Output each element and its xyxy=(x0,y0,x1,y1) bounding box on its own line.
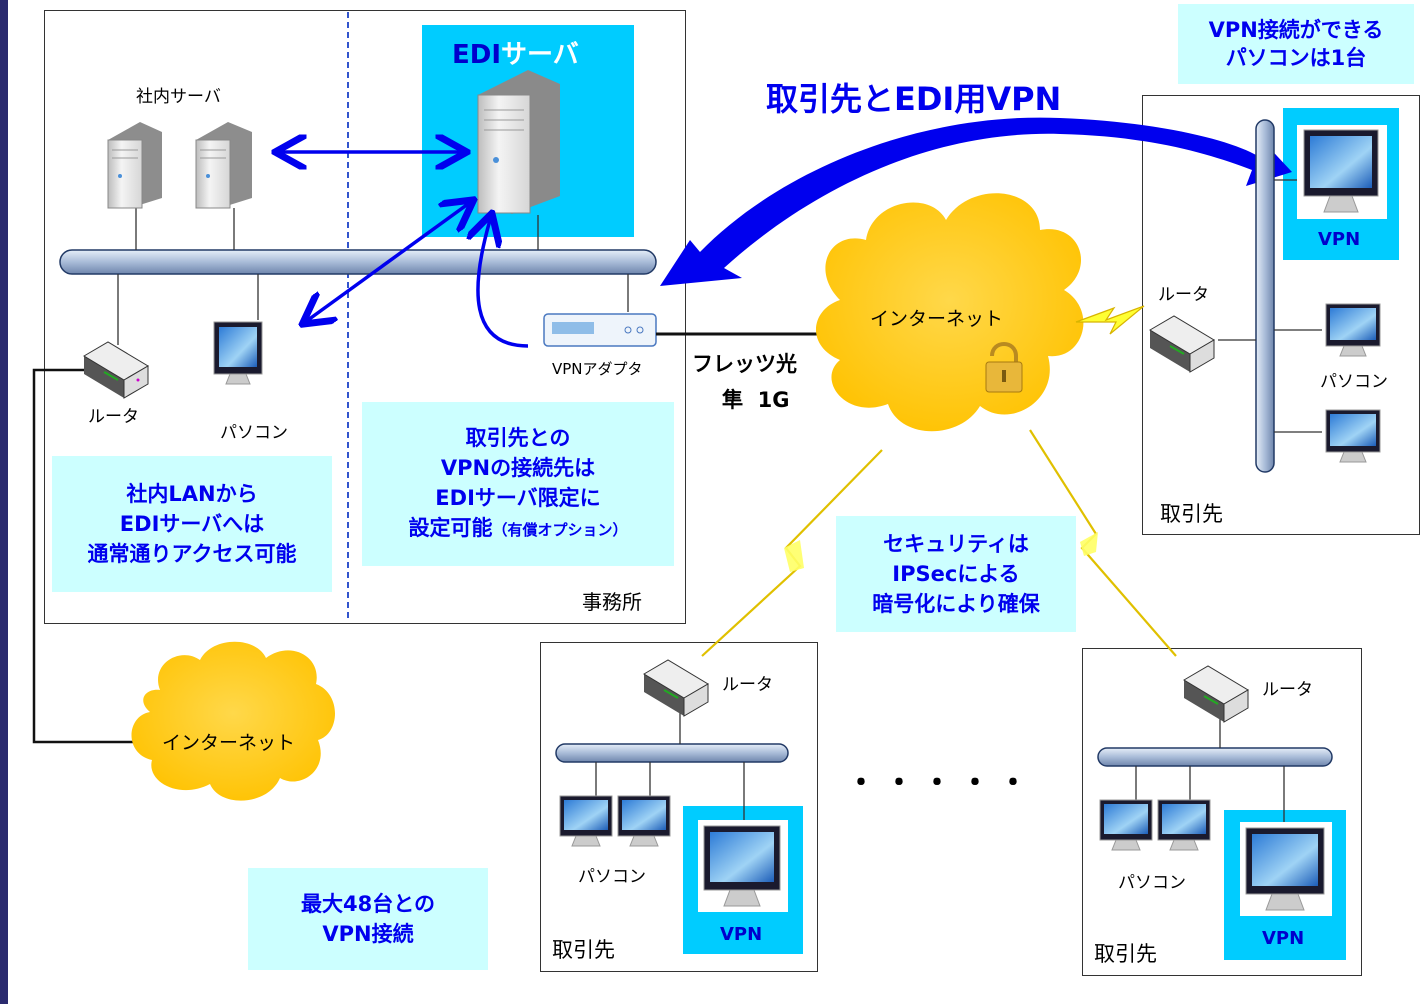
edi-server-title: EDIサーバ xyxy=(452,34,579,71)
note-vpn-configurable: 設定可能 xyxy=(408,516,493,540)
router-icon xyxy=(643,659,709,717)
office-lan-bus xyxy=(59,249,657,275)
internet-cloud-secondary xyxy=(131,641,335,801)
edi-server-title-prefix: EDI xyxy=(452,40,502,70)
partner-far-vpn-label: VPN xyxy=(1262,928,1305,949)
note-security: セキュリティは IPSecによる 暗号化により確保 xyxy=(836,516,1076,632)
note-lan-line-2: EDIサーバへは xyxy=(119,512,265,536)
note-security-line-3: 暗号化により確保 xyxy=(872,592,1040,616)
edi-server-icon xyxy=(477,70,560,214)
pc-icon xyxy=(1325,409,1381,463)
internal-server-label: 社内サーバ xyxy=(136,87,221,107)
partner-middle-router-label: ルータ xyxy=(722,675,773,695)
office-pc-label: パソコン xyxy=(220,423,288,443)
note-max-connections: 最大48台との VPN接続 xyxy=(248,868,488,970)
pc-icon xyxy=(1099,799,1153,851)
vpn-adapter-label: VPNアダプタ xyxy=(552,360,643,378)
adapter-edi-arrow xyxy=(478,220,529,348)
partner-right-box-label: 取引先 xyxy=(1160,502,1223,526)
fiber-link-label-1: フレッツ光 xyxy=(692,352,797,376)
note-lan-access: 社内LANから EDIサーバへは 通常通りアクセス可能 xyxy=(52,456,332,592)
partner-right-pc-label: パソコン xyxy=(1320,372,1388,392)
partner-right-router-label: ルータ xyxy=(1158,285,1209,305)
partner-far-pc-label: パソコン xyxy=(1118,873,1186,893)
lightning-icon xyxy=(784,532,1098,572)
internet-main-label: インターネット xyxy=(870,308,1004,330)
partner-far-box-label: 取引先 xyxy=(1094,942,1157,966)
internet-secondary-label: インターネット xyxy=(162,732,296,754)
partner-middle-pc-label: パソコン xyxy=(578,867,646,887)
pc-icon xyxy=(1325,303,1381,357)
note-security-line-1: セキュリティは xyxy=(883,532,1029,556)
edi-server-title-suffix: サーバ xyxy=(501,40,579,70)
server-icon xyxy=(107,122,162,209)
note-top-line-1: VPN接続ができる xyxy=(1208,18,1384,42)
pc-icon xyxy=(213,321,263,385)
note-max-line-2: VPN接続 xyxy=(322,922,414,946)
lightning-icon xyxy=(1075,305,1145,335)
vpn-pc-icon xyxy=(698,820,788,912)
partner-middle-bus xyxy=(555,743,789,763)
note-lan-line-1: 社内LANから xyxy=(126,482,258,506)
partner-right-vpn-label: VPN xyxy=(1318,229,1361,250)
note-security-line-2: IPSecによる xyxy=(892,562,1020,586)
office-box-label: 事務所 xyxy=(582,590,642,614)
partner-right-bus xyxy=(1255,119,1275,473)
pc-icon xyxy=(617,795,671,847)
vpn-pc-icon xyxy=(1240,822,1332,916)
office-router-label: ルータ xyxy=(88,407,139,427)
note-vpn-destination: 取引先との VPNの接続先は EDIサーバ限定に 設定可能（有償オプション） xyxy=(362,402,674,566)
vpn-title: 取引先とEDI用VPN xyxy=(766,80,1062,118)
note-one-vpn-pc: VPN接続ができる パソコンは1台 xyxy=(1178,4,1414,84)
partner-middle-vpn-label: VPN xyxy=(720,924,763,945)
lightning-icon xyxy=(701,429,1177,657)
server-icon xyxy=(195,122,252,209)
note-top-line-2: パソコンは1台 xyxy=(1225,46,1367,70)
pc-icon xyxy=(559,795,613,847)
pc-edi-arrow xyxy=(308,204,468,320)
pc-icon xyxy=(1157,799,1211,851)
note-vpn-line-1: 取引先との xyxy=(465,426,571,450)
vpn-adapter-icon xyxy=(543,313,657,347)
partner-far-bus xyxy=(1097,747,1333,767)
note-max-line-1: 最大48台との xyxy=(300,892,435,916)
page-left-border xyxy=(0,0,8,1004)
router-icon xyxy=(1183,665,1249,723)
note-vpn-line-4: 設定可能（有償オプション） xyxy=(408,513,627,545)
partner-far-router-label: ルータ xyxy=(1262,680,1313,700)
note-vpn-line-3: EDIサーバ限定に xyxy=(435,486,601,510)
note-lan-line-3: 通常通りアクセス可能 xyxy=(87,542,297,566)
ellipsis-more-partners: ・・・・・ xyxy=(846,766,1036,801)
note-vpn-option: （有償オプション） xyxy=(492,521,628,539)
note-vpn-line-2: VPNの接続先は xyxy=(440,456,596,480)
router-internet-link xyxy=(32,368,138,744)
vpn-pc-icon xyxy=(1297,125,1387,219)
vpn-tunnel-arrow xyxy=(660,117,1292,286)
partner-middle-box-label: 取引先 xyxy=(552,938,615,962)
fiber-link-label-2: 隼 1G xyxy=(722,388,790,412)
lock-icon xyxy=(985,342,1023,393)
router-icon xyxy=(1149,315,1215,373)
router-icon xyxy=(83,341,149,399)
